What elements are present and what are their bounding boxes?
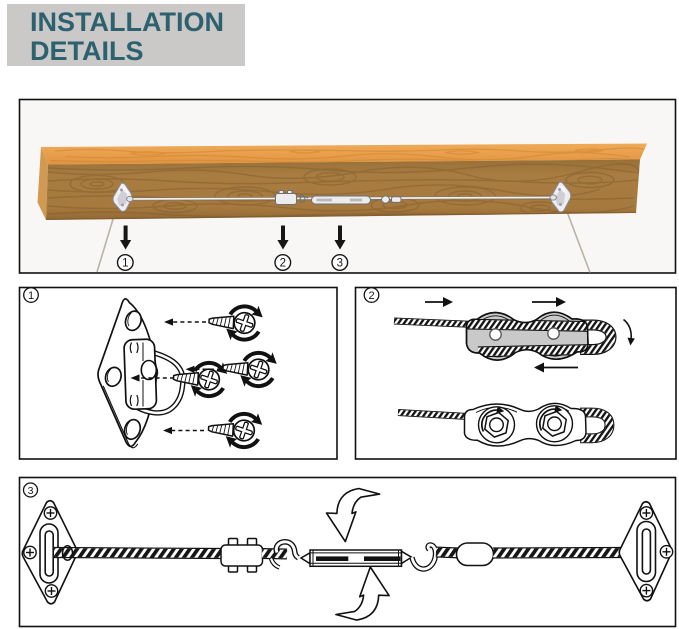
svg-text:3: 3 — [337, 258, 343, 270]
svg-text:3: 3 — [28, 485, 34, 497]
svg-text:1: 1 — [28, 290, 34, 302]
svg-text:2: 2 — [368, 290, 374, 302]
svg-text:2: 2 — [280, 258, 286, 270]
svg-text:1: 1 — [122, 258, 128, 270]
